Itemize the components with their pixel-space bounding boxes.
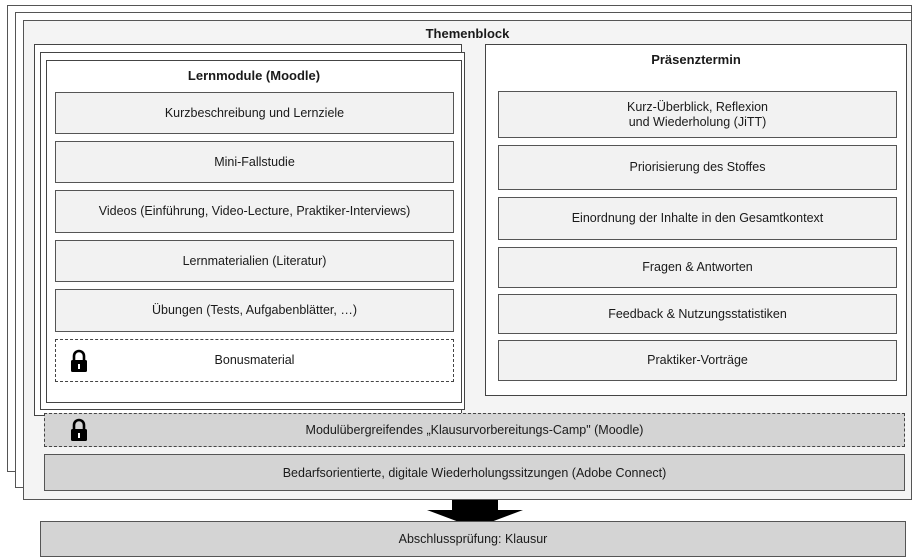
praesenz-item-label: Priorisierung des Stoffes bbox=[629, 160, 766, 174]
lernmodul-item-label: Videos (Einführung, Video-Lecture, Prakt… bbox=[98, 204, 411, 218]
praesenz-item-priorisierung: Priorisierung des Stoffes bbox=[498, 145, 897, 190]
klausur-camp-label: Modulübergreifendes „Klausurvorbereitung… bbox=[305, 423, 644, 437]
praesenz-item-ueberblick: Kurz-Überblick, Reflexion und Wiederholu… bbox=[498, 91, 897, 138]
lernmodul-item-label: Kurzbeschreibung und Lernziele bbox=[164, 105, 345, 120]
lernmodul-item-fallstudie: Mini-Fallstudie bbox=[55, 141, 454, 183]
praesenz-item-einordnung: Einordnung der Inhalte in den Gesamtkont… bbox=[498, 197, 897, 240]
lock-icon bbox=[71, 349, 87, 372]
lock-icon bbox=[71, 418, 87, 441]
praesenz-item-feedback: Feedback & Nutzungsstatistiken bbox=[498, 294, 897, 334]
praesenz-item-fragen: Fragen & Antworten bbox=[498, 247, 897, 288]
lernmodul-item-kurzbeschreibung: Kurzbeschreibung und Lernziele bbox=[55, 92, 454, 134]
lernmodul-item-lernmaterialien: Lernmaterialien (Literatur) bbox=[55, 240, 454, 282]
wiederholung-label: Bedarfsorientierte, digitale Wiederholun… bbox=[282, 465, 667, 480]
praesenz-item-label: Kurz-Überblick, Reflexion und Wiederholu… bbox=[626, 99, 769, 129]
wiederholungssitzungen-bar: Bedarfsorientierte, digitale Wiederholun… bbox=[44, 454, 905, 491]
lernmodul-item-label: Übungen (Tests, Aufgabenblätter, …) bbox=[152, 303, 357, 317]
lernmodul-item-bonusmaterial: Bonusmaterial bbox=[55, 339, 454, 382]
themenblock-title: Themenblock bbox=[425, 26, 510, 41]
praesenz-item-label: Feedback & Nutzungsstatistiken bbox=[608, 306, 787, 321]
lernmodul-item-uebungen: Übungen (Tests, Aufgabenblätter, …) bbox=[55, 289, 454, 332]
lernmodule-title: Lernmodule (Moodle) bbox=[187, 68, 321, 83]
lernmodul-item-label: Lernmaterialien (Literatur) bbox=[182, 253, 327, 268]
praesenz-item-label: Fragen & Antworten bbox=[642, 260, 753, 274]
praesenz-item-label: Praktiker-Vorträge bbox=[647, 353, 748, 367]
praesenztermin-title: Präsenztermin bbox=[651, 52, 741, 67]
lernmodul-item-label: Mini-Fallstudie bbox=[214, 154, 295, 169]
abschluss-label: Abschlussprüfung: Klausur bbox=[398, 532, 548, 546]
praesenz-item-praktiker: Praktiker-Vorträge bbox=[498, 340, 897, 381]
bonusmaterial-label: Bonusmaterial bbox=[214, 353, 295, 367]
arrow-down-icon bbox=[427, 500, 523, 528]
klausurvorbereitungs-camp-bar: Modulübergreifendes „Klausurvorbereitung… bbox=[44, 413, 905, 447]
praesenz-item-label: Einordnung der Inhalte in den Gesamtkont… bbox=[571, 211, 824, 225]
abschlusspruefung-bar: Abschlussprüfung: Klausur bbox=[40, 521, 906, 557]
lernmodul-item-videos: Videos (Einführung, Video-Lecture, Prakt… bbox=[55, 190, 454, 233]
